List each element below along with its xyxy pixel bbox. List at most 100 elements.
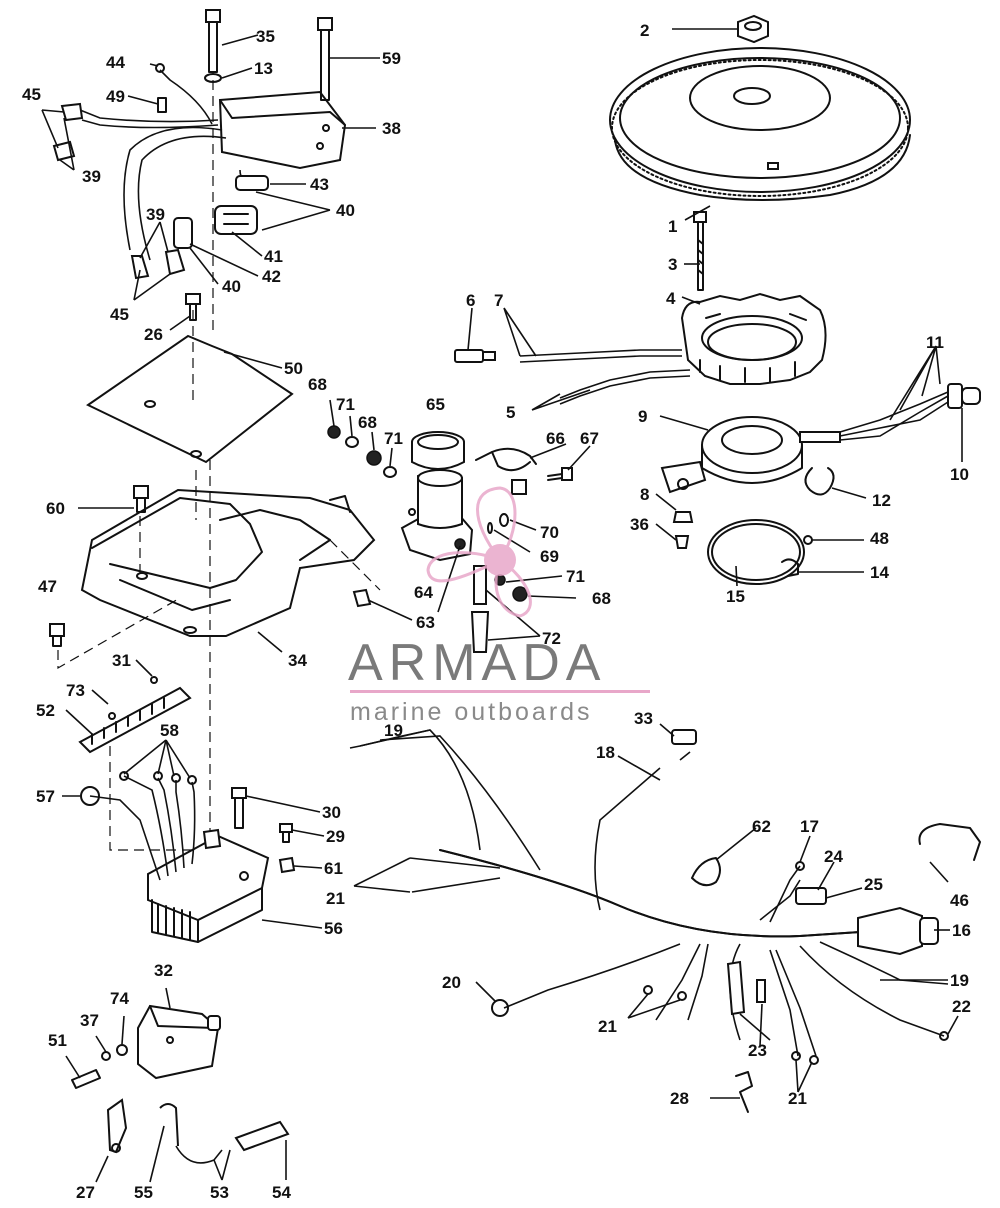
callout-42: 42 [262, 267, 281, 286]
callout-68-mid: 68 [358, 413, 377, 432]
callout-40-left: 40 [222, 277, 241, 296]
plate-50 [86, 334, 294, 464]
callout-48: 48 [870, 529, 889, 548]
callout-19-right: 19 [950, 971, 969, 990]
callout-71-right: 71 [566, 567, 585, 586]
callout-45-top: 45 [22, 85, 41, 104]
solenoid [400, 469, 474, 562]
timer-base [660, 383, 981, 494]
callout-57: 57 [36, 787, 55, 806]
callout-22: 22 [952, 997, 971, 1016]
screw-60 [133, 485, 149, 513]
callout-49: 49 [106, 87, 125, 106]
stator-screw [693, 211, 707, 291]
callout-11: 11 [926, 333, 944, 352]
posts-72 [470, 565, 490, 653]
callout-34: 34 [288, 651, 307, 670]
callout-30: 30 [322, 803, 341, 822]
armada-logo: ARMADA marine outboards [348, 486, 650, 726]
callout-27: 27 [76, 1183, 95, 1202]
callout-6: 6 [466, 291, 475, 310]
callout-14: 14 [870, 563, 889, 582]
callout-32: 32 [154, 961, 173, 980]
clamp-66 [475, 447, 537, 495]
callout-51: 51 [48, 1031, 67, 1050]
callout-68-right: 68 [592, 589, 611, 608]
callout-3: 3 [668, 255, 677, 274]
power-pack-wires [80, 771, 197, 881]
brand-tagline: marine outboards [350, 698, 593, 726]
callout-70: 70 [540, 523, 559, 542]
dashed-alignment-lines [57, 80, 381, 851]
callout-63: 63 [416, 613, 435, 632]
ignition-harness-top [52, 63, 269, 280]
terminal-63 [352, 588, 372, 608]
nuts-washers-68-71 [327, 425, 528, 602]
callout-59: 59 [382, 49, 401, 68]
callout-69: 69 [540, 547, 559, 566]
callout-47: 47 [38, 577, 57, 596]
callout-28: 28 [670, 1089, 689, 1108]
mounting-bracket [80, 488, 376, 637]
callout-36: 36 [630, 515, 649, 534]
callout-10: 10 [950, 465, 969, 484]
callout-56: 56 [324, 919, 343, 938]
callout-35: 35 [256, 27, 275, 46]
callout-41: 41 [264, 247, 283, 266]
brand-underline [350, 690, 650, 693]
callout-39-mid: 39 [146, 205, 165, 224]
callout-21-right: 21 [788, 1089, 807, 1108]
callout-44: 44 [106, 53, 125, 72]
callout-72: 72 [542, 629, 561, 648]
callout-66: 66 [546, 429, 565, 448]
callout-12: 12 [872, 491, 891, 510]
stator [680, 292, 827, 385]
callout-23: 23 [748, 1041, 767, 1060]
terminal-block [78, 676, 192, 754]
callout-21-left: 21 [326, 889, 345, 908]
callout-20: 20 [442, 973, 461, 992]
callout-31: 31 [112, 651, 131, 670]
callout-17: 17 [800, 817, 819, 836]
wiring-harness [349, 729, 981, 1113]
callout-45-bottom: 45 [110, 305, 129, 324]
callout-65: 65 [426, 395, 445, 414]
callout-5: 5 [506, 403, 515, 422]
coil-hardware [71, 1044, 128, 1089]
callout-2: 2 [640, 21, 649, 40]
callout-24: 24 [824, 847, 843, 866]
screw-67 [547, 467, 573, 481]
callout-40-right: 40 [336, 201, 355, 220]
callout-60: 60 [46, 499, 65, 518]
callout-16: 16 [952, 921, 971, 940]
clip-12 [804, 467, 835, 496]
small-parts-8-36-48-14 [672, 511, 813, 577]
callout-74: 74 [110, 989, 129, 1008]
callout-37: 37 [80, 1011, 99, 1030]
screws-29-30-61 [231, 787, 296, 874]
callout-21-mid: 21 [598, 1017, 617, 1036]
callout-4: 4 [666, 289, 676, 308]
callout-50: 50 [284, 359, 303, 378]
callout-46: 46 [950, 891, 969, 910]
callout-13: 13 [254, 59, 273, 78]
retaining-ring [707, 519, 805, 585]
callout-68-left: 68 [308, 375, 327, 394]
callout-7: 7 [494, 291, 503, 310]
boots-and-lead [106, 1098, 290, 1164]
bolts-35-59 [204, 9, 333, 101]
callout-62: 62 [752, 817, 771, 836]
callout-15: 15 [726, 587, 745, 606]
callout-71-left: 71 [336, 395, 355, 414]
propeller-icon [426, 486, 532, 618]
callout-71-mid: 71 [384, 429, 403, 448]
callout-55: 55 [134, 1183, 153, 1202]
callout-labels: 2 1 3 4 6 7 5 9 11 10 12 8 36 48 14 15 3… [22, 21, 971, 1202]
callout-38: 38 [382, 119, 401, 138]
callout-19-top: 19 [384, 721, 403, 740]
power-pack [147, 828, 270, 943]
callout-52: 52 [36, 701, 55, 720]
callout-54: 54 [272, 1183, 291, 1202]
sleeve-65 [411, 431, 465, 470]
